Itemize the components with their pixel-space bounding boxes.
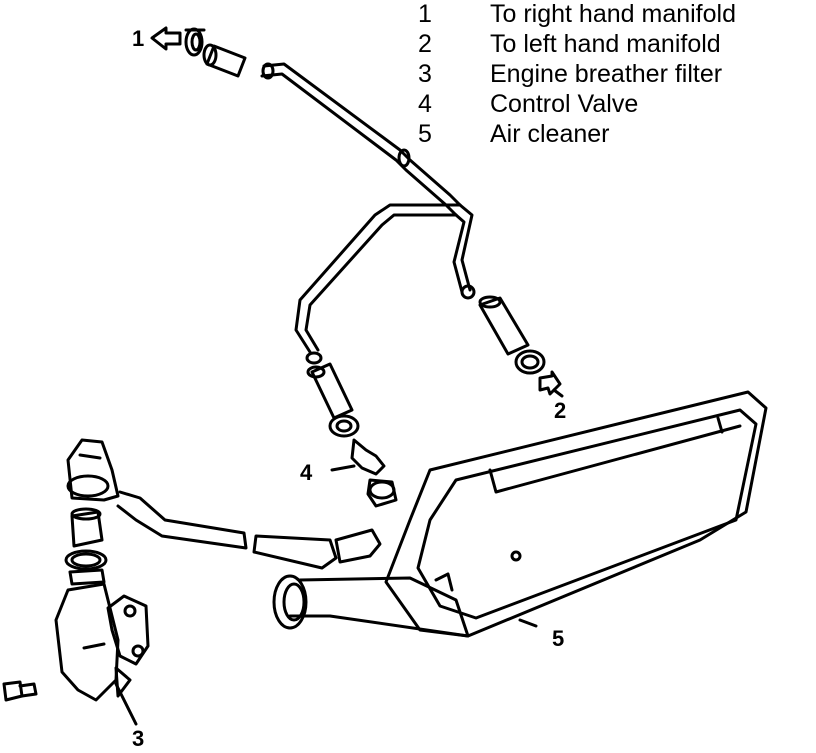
breather-hose-lower: [116, 490, 248, 550]
callout-4: 4: [300, 460, 313, 485]
legend-label: Engine breather filter: [490, 60, 723, 88]
legend-label: To left hand manifold: [490, 30, 721, 58]
arrow-to-right-manifold: [150, 26, 182, 51]
legend-label: Control Valve: [490, 90, 639, 118]
short-hose-top: [202, 43, 247, 78]
breather-filter-housing: [66, 438, 120, 502]
legend-number: 3: [418, 60, 432, 88]
callout-1: 1: [132, 26, 145, 51]
callout-2: 2: [554, 398, 567, 423]
crossover-pipe: [294, 203, 462, 354]
control-valve: [350, 438, 398, 508]
callout-3: 3: [132, 726, 145, 751]
hose-to-control-valve: [305, 351, 360, 438]
filter-gasket: [106, 594, 150, 666]
callout-5: 5: [552, 626, 565, 651]
air-cleaner: [384, 390, 768, 638]
filter-base-bracket: [54, 582, 132, 702]
filter-bolt: [2, 680, 38, 702]
hose-clip-1: [184, 27, 206, 57]
hose-to-left-manifold: [478, 295, 546, 375]
legend-number: 1: [418, 0, 432, 28]
air-cleaner-snout: [272, 574, 470, 638]
legend-label: Air cleaner: [490, 120, 610, 148]
breather-pipe-upper: [262, 62, 462, 207]
legend-number: 4: [418, 90, 432, 118]
engine-breather-filter: [64, 507, 108, 586]
legend-number: 5: [418, 120, 432, 148]
legend-label: To right hand manifold: [490, 0, 736, 28]
legend-number: 2: [418, 30, 432, 58]
